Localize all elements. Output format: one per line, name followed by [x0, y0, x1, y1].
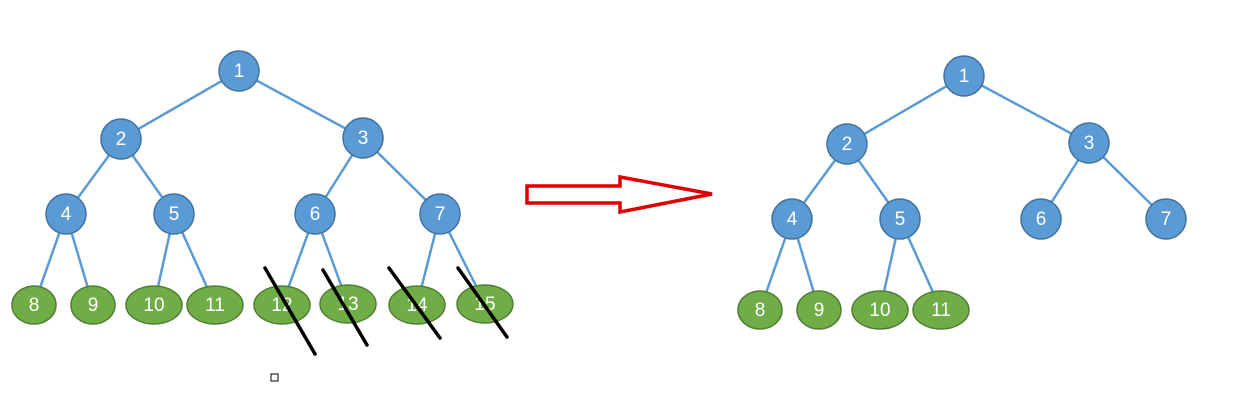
before-node-4-shape [45, 193, 87, 235]
before-node-1-label: 1 [234, 61, 245, 82]
after-node-4-label: 4 [787, 209, 798, 230]
after-node-4: 4 [771, 198, 813, 240]
after-node-11-shape [912, 290, 970, 330]
before-tree: 123456789101112131415 [11, 50, 514, 356]
before-node-8-label: 8 [29, 295, 40, 316]
after-node-6: 6 [1020, 198, 1062, 240]
after-node-3-label: 3 [1084, 133, 1095, 154]
after-node-7-label: 7 [1161, 209, 1172, 230]
after-node-5-label: 5 [895, 209, 906, 230]
before-node-5-label: 5 [169, 204, 180, 225]
after-node-3-shape [1068, 122, 1110, 164]
after-node-9-label: 9 [814, 300, 825, 321]
after-node-2-label: 2 [842, 134, 853, 155]
before-node-8-shape [11, 285, 57, 325]
before-node-2-label: 2 [116, 129, 127, 150]
before-node-5: 5 [153, 193, 195, 235]
after-node-7-shape [1145, 198, 1187, 240]
before-node-11-label: 11 [205, 295, 225, 316]
before-node-9-shape [70, 285, 116, 325]
before-node-8: 8 [11, 285, 57, 325]
after-node-5-shape [879, 198, 921, 240]
strike-mark-14 [387, 266, 442, 340]
before-node-6-shape [294, 193, 336, 235]
before-node-9-label: 9 [88, 295, 99, 316]
before-edge-1-2 [120, 69, 240, 141]
before-node-10-label: 10 [143, 295, 164, 316]
before-node-11: 11 [186, 285, 244, 325]
after-node-6-label: 6 [1036, 209, 1047, 230]
strike-mark-13 [321, 268, 369, 347]
before-node-13: 13 [319, 284, 377, 324]
before-node-4-label: 4 [61, 204, 72, 225]
after-edge-1-2 [846, 74, 965, 146]
strike-mark-12 [263, 266, 317, 356]
before-node-9: 9 [70, 285, 116, 325]
before-node-5-shape [153, 193, 195, 235]
after-node-6-shape [1020, 198, 1062, 240]
before-node-10-shape [125, 285, 183, 325]
before-node-1: 1 [218, 50, 260, 92]
before-node-7: 7 [419, 193, 461, 235]
after-node-10: 10 [851, 290, 909, 330]
after-node-8: 8 [737, 290, 783, 330]
after-node-11: 11 [912, 290, 970, 330]
after-node-11-label: 11 [931, 300, 951, 321]
after-node-5: 5 [879, 198, 921, 240]
right-arrow-icon [525, 174, 713, 215]
after-node-9: 9 [796, 290, 842, 330]
after-node-2: 2 [826, 123, 868, 165]
before-node-12: 12 [253, 285, 311, 325]
after-node-7: 7 [1145, 198, 1187, 240]
strike-mark-15 [456, 266, 509, 339]
after-node-1-shape [943, 55, 985, 97]
before-node-3: 3 [342, 117, 384, 159]
after-node-10-shape [851, 290, 909, 330]
after-node-8-label: 8 [755, 300, 766, 321]
after-node-8-shape [737, 290, 783, 330]
before-node-13-label: 13 [337, 294, 358, 315]
transform-arrow [525, 174, 713, 215]
before-edge-1-3 [238, 69, 364, 140]
before-node-12-label: 12 [271, 295, 292, 316]
after-node-1-label: 1 [959, 66, 970, 87]
before-node-1-shape [218, 50, 260, 92]
before-node-2-shape [100, 118, 142, 160]
before-node-12-shape [253, 285, 311, 325]
after-node-9-shape [796, 290, 842, 330]
before-node-3-label: 3 [358, 128, 369, 149]
before-node-13-shape [319, 284, 377, 324]
before-node-10: 10 [125, 285, 183, 325]
before-node-2: 2 [100, 118, 142, 160]
before-node-4: 4 [45, 193, 87, 235]
after-node-2-shape [826, 123, 868, 165]
after-node-10-label: 10 [869, 300, 890, 321]
before-node-3-shape [342, 117, 384, 159]
before-node-6-label: 6 [310, 204, 321, 225]
before-node-7-shape [419, 193, 461, 235]
after-tree: 1 2 3 4 5 6 7 8 9 10 11 [737, 55, 1187, 330]
after-node-4-shape [771, 198, 813, 240]
after-node-1: 1 [943, 55, 985, 97]
before-node-7-label: 7 [435, 204, 446, 225]
before-node-6: 6 [294, 193, 336, 235]
before-node-11-shape [186, 285, 244, 325]
selection-handle [270, 373, 279, 382]
after-edge-1-3 [963, 74, 1090, 145]
after-node-3: 3 [1068, 122, 1110, 164]
